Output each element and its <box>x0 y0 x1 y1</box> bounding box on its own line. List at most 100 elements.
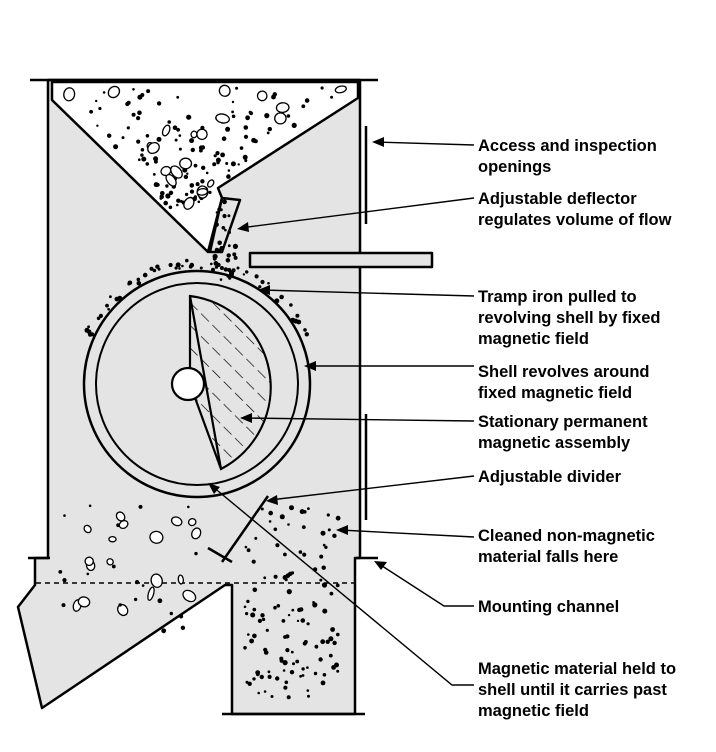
particle-dot <box>127 280 133 286</box>
label-stationary-line2: magnetic assembly <box>478 434 631 452</box>
particle-dot <box>153 159 158 164</box>
particle-dot <box>283 635 287 639</box>
particle-dot <box>319 578 323 582</box>
particle-dot <box>263 690 267 693</box>
label-shell-line1: Shell revolves around <box>478 363 649 381</box>
label-stationary: Stationary permanent magnetic assembly <box>478 413 652 452</box>
particle-dot <box>260 613 265 618</box>
particle-dot <box>313 671 318 676</box>
particle-dot <box>226 253 231 258</box>
particle-rock <box>275 102 290 114</box>
particle-dot <box>61 603 66 608</box>
label-deflector-line2: regulates volume of flow <box>478 211 672 229</box>
particle-dot <box>217 240 222 246</box>
particle-rock <box>196 188 209 196</box>
particle-dot <box>230 161 236 167</box>
particle-dot <box>252 587 258 593</box>
particle-dot <box>136 281 142 286</box>
particle-dot <box>267 126 272 132</box>
particle-dot <box>126 126 130 130</box>
particle-dot <box>302 552 307 557</box>
particle-dot <box>261 617 266 622</box>
particle-dot <box>180 625 186 630</box>
particle-dot <box>320 530 326 536</box>
particle-dot <box>181 264 184 268</box>
particle-rock <box>150 573 163 588</box>
particle-dot <box>195 182 200 187</box>
particle-dot <box>189 262 195 268</box>
particle-dot <box>281 619 286 623</box>
particle-dot <box>152 268 157 273</box>
particle-dot <box>175 262 181 268</box>
particle-rock <box>182 589 197 603</box>
particle-dot <box>114 296 120 302</box>
particle-dot <box>225 126 231 132</box>
particle-dot <box>318 657 323 662</box>
particle-dot <box>332 533 337 538</box>
particle-dot <box>221 226 226 230</box>
particle-rock <box>196 128 208 141</box>
particle-dot <box>239 146 244 150</box>
particle-dot <box>197 200 201 204</box>
particle-dot <box>270 695 274 698</box>
particle-rock <box>274 112 287 125</box>
particle-dot <box>254 274 259 279</box>
particle-dot <box>245 270 249 274</box>
particle-rock <box>187 517 197 527</box>
particle-dot <box>178 134 182 137</box>
particle-dot <box>299 674 302 678</box>
particle-dot <box>289 303 293 307</box>
particle-dot <box>183 174 189 180</box>
particle-dot <box>184 192 189 197</box>
particle-dot <box>145 162 150 166</box>
particle-dot <box>328 653 333 658</box>
particle-rock <box>108 535 117 543</box>
particle-dot <box>159 194 164 199</box>
particle-dot <box>231 100 235 104</box>
leader-magnetic <box>211 485 474 686</box>
particle-dot <box>306 689 310 692</box>
particle-dot <box>329 591 334 596</box>
particle-dot <box>107 307 110 311</box>
particle-rock <box>149 530 164 544</box>
particle-dot <box>224 228 227 232</box>
particle-dot <box>312 602 318 608</box>
particle-dot <box>289 505 294 511</box>
particle-dot <box>283 685 288 690</box>
particle-dot <box>165 184 169 188</box>
particle-dot <box>236 266 240 270</box>
particle-dot <box>87 332 93 337</box>
particle-dot <box>156 136 162 142</box>
leader-cleaned <box>339 529 475 538</box>
particle-dot <box>156 101 162 106</box>
particle-dot <box>178 267 181 270</box>
particle-dot <box>142 272 148 278</box>
particle-dot <box>243 605 247 609</box>
leader-lines <box>211 141 475 686</box>
particle-dot <box>243 646 247 650</box>
label-cleaned-line2: material falls here <box>478 548 618 566</box>
particle-dot <box>244 159 248 163</box>
particle-dot <box>141 156 147 162</box>
particle-dot <box>174 266 178 270</box>
particle-dot <box>227 169 231 172</box>
particle-dot <box>138 504 143 509</box>
particle-dot <box>217 248 222 253</box>
particle-dot <box>289 670 295 675</box>
particle-dot <box>312 601 315 604</box>
particle-dot <box>298 550 303 554</box>
label-access: Access and inspection openings <box>478 137 661 176</box>
particle-dot <box>132 88 135 91</box>
particle-dot <box>131 112 136 117</box>
label-magnetic-line3: magnetic field <box>478 702 589 720</box>
particle-dot <box>275 543 280 548</box>
particle-dot <box>268 510 274 516</box>
particle-dot <box>163 200 168 206</box>
particle-dot <box>336 632 340 637</box>
label-stationary-line1: Stationary permanent <box>478 413 648 431</box>
particle-dot <box>275 676 280 681</box>
particle-dot <box>267 670 271 674</box>
particle-dot <box>301 525 306 529</box>
particle-dot <box>172 125 178 130</box>
particle-dot <box>215 151 220 156</box>
